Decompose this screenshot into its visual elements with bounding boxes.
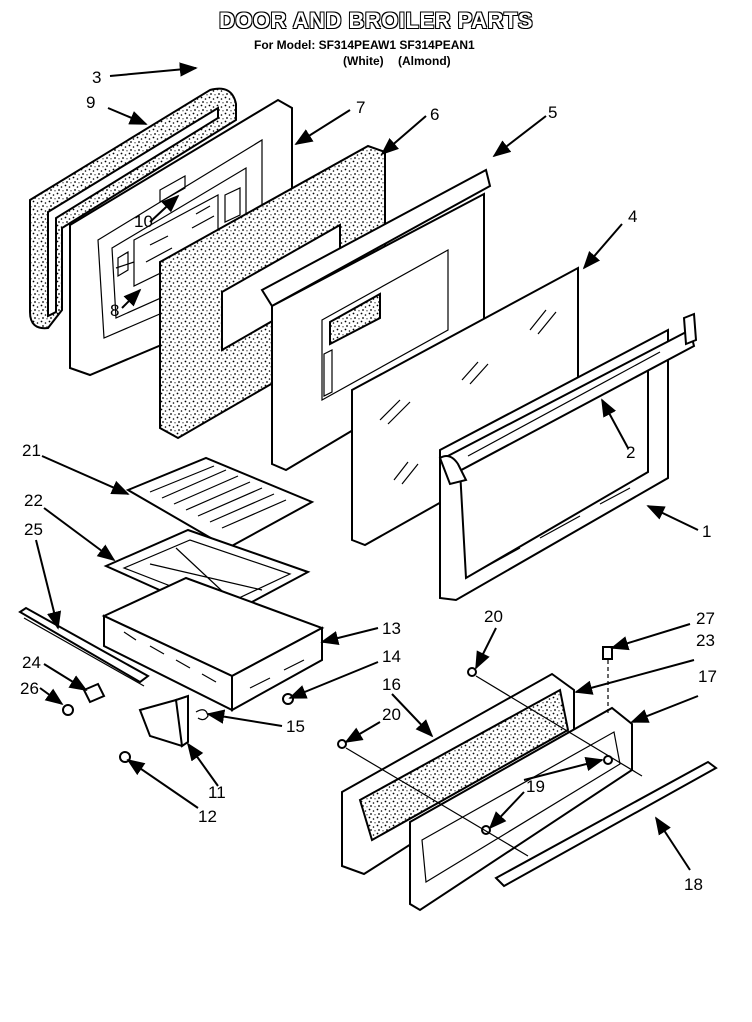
part-spring-clip bbox=[195, 709, 209, 721]
part-drawer-trim bbox=[494, 760, 718, 888]
callout-26: 26 bbox=[20, 679, 39, 698]
callout-23: 23 bbox=[696, 631, 715, 650]
callout-20-left: 20 bbox=[382, 705, 401, 724]
part-small-screw bbox=[282, 693, 294, 705]
callout-12: 12 bbox=[198, 807, 217, 826]
callout-6: 6 bbox=[430, 105, 439, 124]
part-door-gasket bbox=[29, 87, 237, 330]
callout-22: 22 bbox=[24, 491, 43, 510]
part-leader-lines bbox=[345, 675, 643, 857]
callout-17: 17 bbox=[698, 667, 717, 686]
part-broiler-pan bbox=[101, 576, 325, 712]
callout-3: 3 bbox=[92, 68, 101, 87]
callout-13: 13 bbox=[382, 619, 401, 638]
callout-arrows bbox=[35, 62, 699, 871]
callout-11: 11 bbox=[208, 783, 226, 802]
part-screw-20a bbox=[467, 667, 477, 677]
part-door-frame bbox=[438, 312, 698, 602]
color-white: (White) bbox=[343, 54, 384, 68]
callout-1: 1 bbox=[702, 522, 711, 541]
callout-15: 15 bbox=[286, 717, 305, 736]
callout-18: 18 bbox=[684, 875, 703, 894]
callout-24: 24 bbox=[22, 653, 41, 672]
part-drawer-liner bbox=[341, 672, 575, 876]
callout-19: 19 bbox=[526, 777, 545, 796]
callout-21: 21 bbox=[22, 441, 41, 460]
callout-20-top: 20 bbox=[484, 607, 503, 626]
model-line: For Model: SF314PEAW1 SF314PEAN1 bbox=[254, 38, 475, 52]
callout-9: 9 bbox=[86, 93, 95, 112]
page-title: DOOR AND BROILER PARTS bbox=[218, 8, 534, 33]
callout-25: 25 bbox=[24, 520, 43, 539]
part-broiler-grid bbox=[125, 456, 315, 550]
callout-10: 10 bbox=[134, 212, 153, 231]
callout-labels: 3 9 7 6 5 4 2 1 10 8 21 22 25 13 14 15 2… bbox=[20, 68, 717, 894]
callout-7: 7 bbox=[356, 98, 365, 117]
callout-2: 2 bbox=[626, 443, 635, 462]
part-rail-clip bbox=[62, 682, 106, 716]
callout-14: 14 bbox=[382, 647, 401, 666]
callout-8: 8 bbox=[110, 301, 119, 320]
part-screw-20b bbox=[337, 739, 347, 749]
callout-27: 27 bbox=[696, 609, 715, 628]
part-broiler-bracket bbox=[119, 694, 189, 763]
callout-4: 4 bbox=[628, 207, 637, 226]
color-almond: (Almond) bbox=[398, 54, 451, 68]
part-screw-27 bbox=[602, 646, 613, 660]
callout-16: 16 bbox=[382, 675, 401, 694]
part-door-liner bbox=[260, 168, 492, 472]
callout-5: 5 bbox=[548, 103, 557, 122]
